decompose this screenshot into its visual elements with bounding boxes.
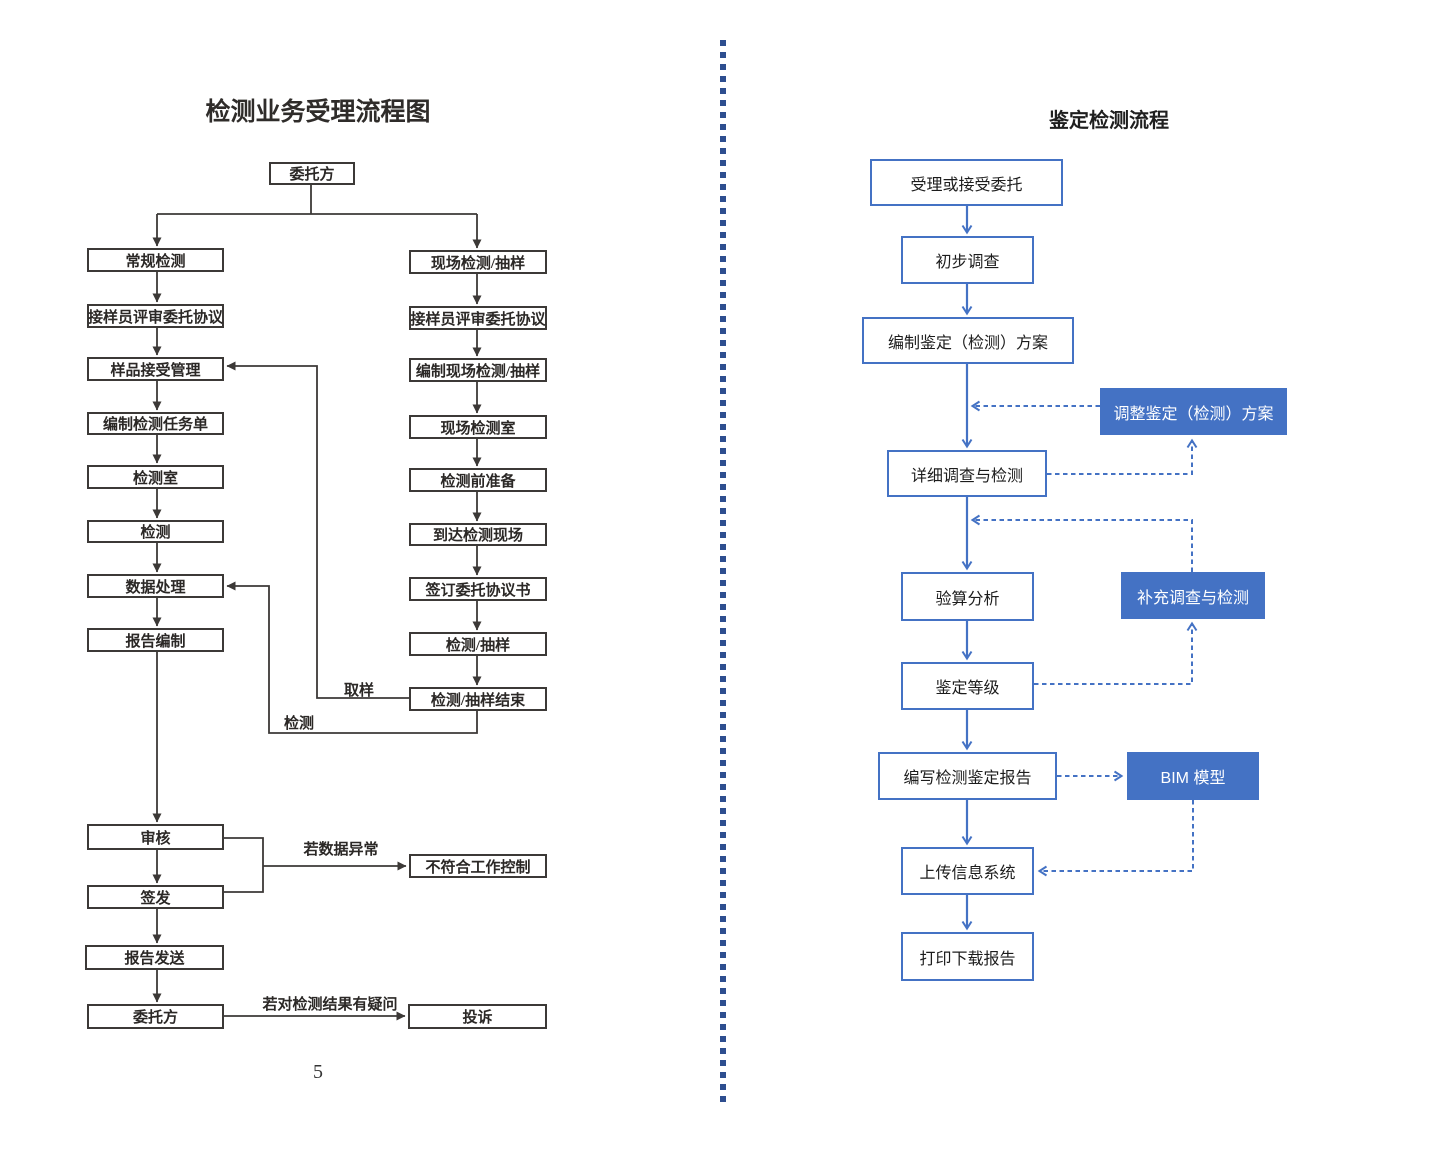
node-arrive-site: 到达检测现场: [409, 523, 547, 546]
node-bim-model: BIM 模型: [1127, 752, 1259, 800]
node-upload-info-system: 上传信息系统: [901, 847, 1034, 895]
node-print-download-report: 打印下载报告: [901, 932, 1034, 981]
node-test-room: 检测室: [87, 465, 224, 489]
node-prepare-appraisal-plan: 编制鉴定（检测）方案: [862, 317, 1074, 364]
node-plan-onsite: 编制现场检测/抽样: [409, 358, 547, 382]
node-pre-test-prep: 检测前准备: [409, 468, 547, 492]
node-reviewer-left: 接样员评审委托协议: [87, 304, 224, 328]
node-write-appraisal-report: 编写检测鉴定报告: [878, 752, 1057, 800]
right-chart-title: 鉴定检测流程: [1049, 110, 1169, 132]
edge-label-if-result-question: 若对检测结果有疑问: [262, 997, 398, 1013]
node-sign-agreement: 签订委托协议书: [409, 577, 547, 601]
node-audit: 审核: [87, 824, 224, 850]
node-reviewer-right: 接样员评审委托协议: [409, 306, 547, 330]
edge-label-testing: 检测: [283, 716, 315, 732]
node-test-sampling-end: 检测/抽样结束: [409, 687, 547, 711]
node-client-bottom: 委托方: [87, 1004, 224, 1029]
page-number: 5: [313, 1061, 323, 1083]
node-client-top: 委托方: [269, 162, 355, 185]
node-supplementary-survey-test: 补充调查与检测: [1121, 572, 1265, 619]
node-appraisal-grade: 鉴定等级: [901, 662, 1034, 710]
page-divider-dotted-line: [720, 40, 726, 1106]
node-detailed-survey-test: 详细调查与检测: [887, 450, 1047, 497]
node-preliminary-survey: 初步调查: [901, 236, 1034, 284]
node-adjust-appraisal-plan: 调整鉴定（检测）方案: [1100, 388, 1287, 435]
node-data-processing: 数据处理: [87, 574, 224, 598]
edge-label-sampling: 取样: [343, 683, 375, 699]
node-test: 检测: [87, 520, 224, 543]
node-complaint: 投诉: [408, 1004, 547, 1029]
node-test-sampling: 检测/抽样: [409, 632, 547, 656]
node-accept-commission: 受理或接受委托: [870, 159, 1063, 206]
edge-label-if-data-abnormal: 若数据异常: [303, 842, 379, 858]
node-report-send: 报告发送: [85, 945, 224, 970]
node-report-prep: 报告编制: [87, 628, 224, 652]
node-routine-test: 常规检测: [87, 248, 224, 272]
node-task-sheet: 编制检测任务单: [87, 412, 224, 435]
node-onsite-room: 现场检测室: [409, 415, 547, 439]
node-sign-issue: 签发: [87, 885, 224, 909]
left-chart-title: 检测业务受理流程图: [205, 98, 431, 126]
node-onsite-test: 现场检测/抽样: [409, 250, 547, 274]
node-sample-mgmt: 样品接受管理: [87, 357, 224, 381]
node-checking-analysis: 验算分析: [901, 572, 1034, 621]
node-nonconforming-control: 不符合工作控制: [409, 854, 547, 878]
